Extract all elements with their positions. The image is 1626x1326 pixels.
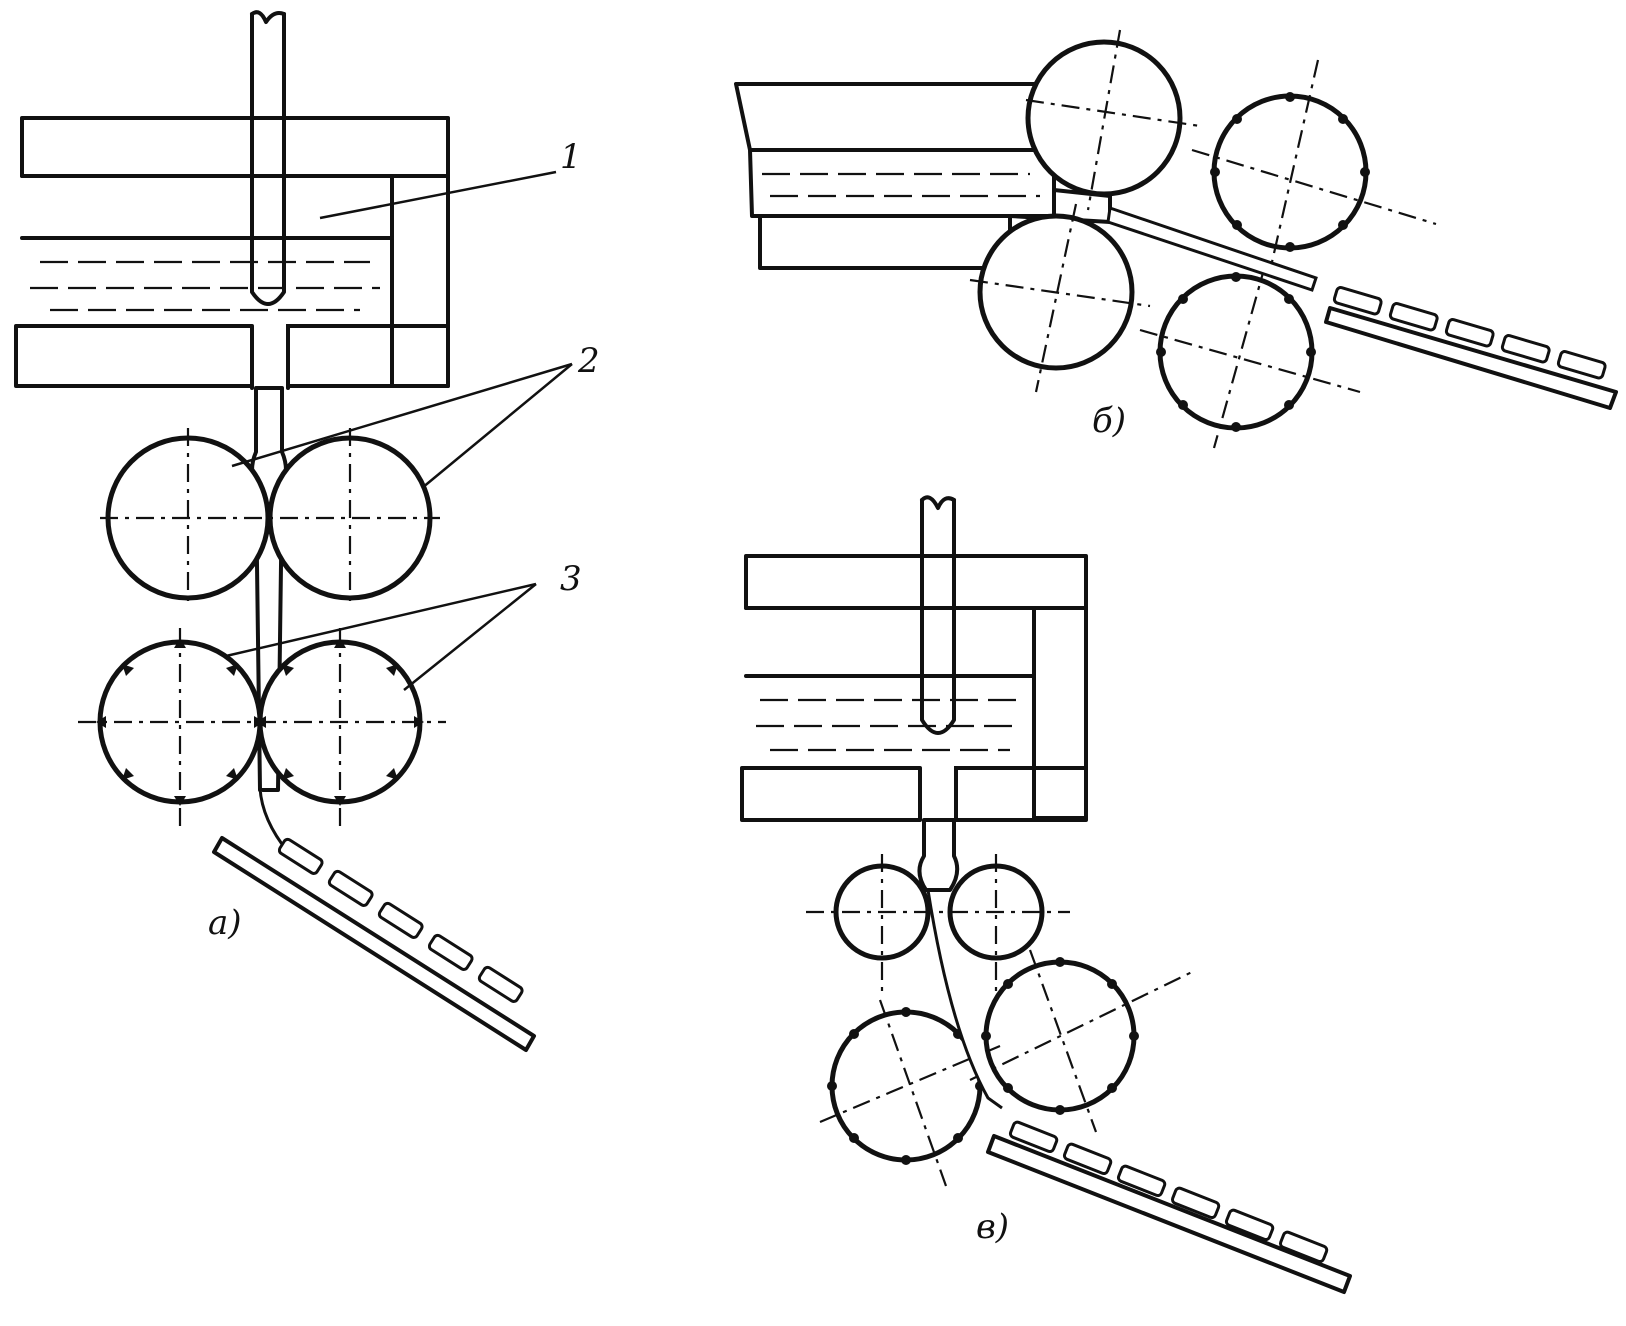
leader-2a (231, 362, 573, 468)
panel-b: б) (734, 29, 1618, 449)
smooth-rolls-b (969, 29, 1201, 393)
notched-rolls-v (819, 949, 1193, 1187)
label-b: б) (1092, 401, 1126, 441)
conveyor-b (1324, 286, 1618, 410)
stopper-rod-a (250, 10, 286, 306)
strip-b (1106, 205, 1318, 292)
strip-v (926, 889, 1003, 1110)
stopper-rod-v (920, 495, 956, 735)
leader-2b (421, 363, 573, 489)
leader-3b (403, 583, 537, 691)
label-a: а) (208, 903, 242, 943)
label-2: 2 (577, 341, 600, 381)
notched-rolls-a (78, 628, 446, 832)
conveyor-a (212, 836, 536, 1052)
tundish-a (14, 116, 450, 390)
notched-rolls-b (1139, 59, 1437, 449)
label-v: в) (976, 1207, 1009, 1247)
label-3: 3 (560, 559, 582, 599)
tundish-v (740, 554, 1088, 824)
smooth-rolls-a (100, 428, 440, 608)
leader-3a (225, 582, 537, 658)
leader-1 (319, 170, 557, 220)
smooth-rolls-v (806, 854, 1070, 996)
panel-v: в) (740, 495, 1352, 1294)
panel-a: 1 2 3 а) (14, 10, 600, 1052)
conveyor-v (986, 1120, 1352, 1294)
melt-stream-a (250, 386, 288, 792)
melt-stream-v (917, 818, 960, 892)
label-1: 1 (560, 137, 582, 177)
